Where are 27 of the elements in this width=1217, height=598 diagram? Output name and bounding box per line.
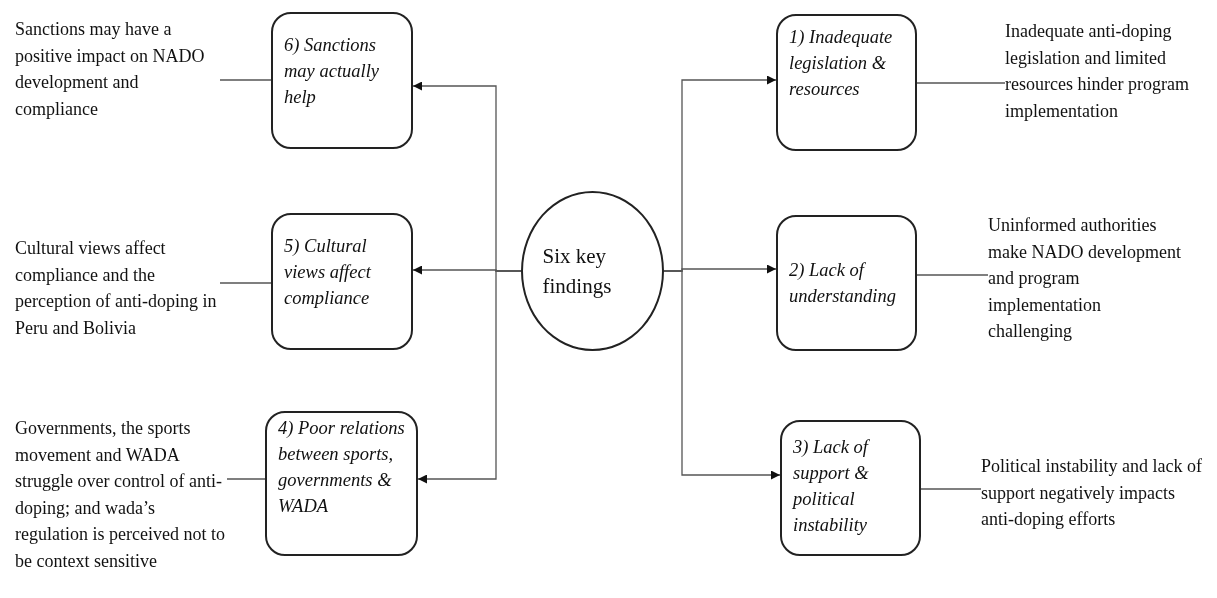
description-text: Governments, the sports movement and WADA struggle over control of anti-doping; and wada’s regulation is perceived not to be context sensitive [15,417,226,573]
finding-box [776,14,917,151]
connector-line [226,478,266,480]
description-text: Uninformed authorities make NADO development and program implementation challenging [988,214,1182,343]
connector-line [219,79,272,81]
finding-label: 5) Cultural views affect compliance [284,235,372,310]
finding-box [780,420,921,556]
finding-label: 4) Poor relations between sports, governments & WADA [278,417,406,518]
description-text: Inadequate anti-doping legislation and limited resources hinder program implementation [1005,20,1190,123]
finding-box [265,411,418,556]
center-label: Six key findings [542,243,613,300]
finding-label: 2) Lack of understanding [789,259,897,308]
finding-box [776,215,917,351]
finding-label: 6) Sanctions may actually help [284,34,381,109]
description-text: Cultural views affect compliance and the perception of anti-doping in Peru and Bolivia [15,237,218,340]
finding-box [271,12,413,149]
connector-line [219,282,272,284]
finding-label: 3) Lack of support & political instability [793,436,871,537]
finding-box [271,213,413,350]
arrow [412,81,522,272]
connector-line [916,82,1006,84]
finding-label: 1) Inadequate legislation & resources [789,26,894,101]
connector-line [916,274,989,276]
description-text: Political instability and lack of support negatively impacts anti-doping efforts [981,455,1203,531]
arrow [663,270,781,480]
connector-line [920,488,982,490]
description-text: Sanctions may have a positive impact on NADO development and compliance [15,18,206,121]
